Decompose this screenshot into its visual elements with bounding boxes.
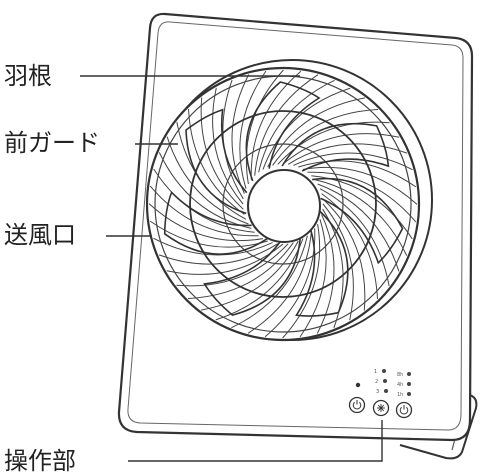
guard-wire [282, 223, 321, 339]
guard-wire [262, 87, 351, 170]
guard-wire [272, 109, 379, 166]
guard-wire [158, 243, 279, 265]
fan-blades [163, 81, 404, 317]
fan-blade [163, 190, 268, 255]
fan-blade [245, 81, 321, 182]
guard-wire [258, 79, 335, 173]
guard-wire [321, 193, 378, 300]
guard-wire [267, 97, 365, 168]
timer-mark-4h: 4h [397, 382, 403, 388]
guard-wire [302, 166, 418, 205]
guard-wire [317, 183, 400, 272]
guard-wire [239, 70, 267, 189]
guard-wire [293, 152, 413, 171]
guard-wire [212, 87, 244, 205]
timer-mark-8h: 8h [397, 372, 403, 378]
guard-wire [201, 240, 299, 311]
guard-wire [311, 175, 413, 240]
guard-wire [149, 185, 259, 237]
label-front-guard: 前ガード [4, 129, 100, 157]
guard-wire [187, 242, 294, 299]
guard-wire [247, 232, 312, 334]
guard-wire [231, 235, 308, 329]
timer-lamp-1h [407, 392, 411, 396]
mode-lamp-3 [384, 389, 388, 393]
guard-wire [176, 243, 289, 287]
control-panel: 1 2 3 8h 4h 1h [348, 369, 413, 419]
guard-wire [250, 70, 302, 180]
guard-wire [307, 171, 417, 223]
fan-blade [203, 237, 302, 316]
center-hub [247, 169, 321, 243]
mode-lamp-1 [382, 369, 386, 373]
guard-wire [254, 74, 319, 176]
guard-wire [319, 188, 390, 286]
timer-lamp-4h [407, 382, 411, 386]
guard-wire [322, 203, 354, 321]
guard-wire [153, 168, 255, 233]
guard-wire [264, 228, 316, 338]
fan-icon [377, 404, 385, 412]
timer-lamp-8h [407, 372, 411, 376]
label-blades: 羽根 [4, 62, 52, 90]
mode-mark-1: 1 [374, 369, 377, 375]
label-control-panel: 操作部 [4, 447, 76, 475]
guard-ring-middle [189, 110, 377, 298]
guard-wire [314, 179, 408, 256]
guard-wire [166, 136, 249, 225]
power-button[interactable] [348, 396, 366, 414]
guard-wire [322, 198, 366, 311]
guard-wire [245, 69, 284, 185]
guard-wire [153, 237, 273, 256]
guard-wire [149, 220, 268, 248]
guard-wire [298, 160, 417, 188]
label-air-outlet: 送風口 [4, 221, 76, 249]
guard-wire [148, 203, 264, 242]
fan-blade [295, 210, 349, 317]
guard-wire [287, 143, 408, 165]
fan-blade [281, 122, 390, 172]
guard-wire [231, 74, 250, 194]
timer-icon [399, 405, 409, 415]
timer-button[interactable] [395, 401, 413, 419]
guard-wire [200, 97, 244, 210]
mode-lamp-2 [383, 379, 387, 383]
leader-control-panel [128, 420, 383, 462]
guard-wire [299, 219, 327, 338]
fan-blade [185, 108, 248, 215]
fan-body-inner-edge [127, 21, 464, 431]
guard-wire [188, 108, 245, 215]
guard-wire [277, 121, 390, 165]
indicator-dot [355, 382, 361, 388]
power-icon [352, 400, 362, 410]
guard-ring-inner [222, 143, 344, 265]
guard-wire [282, 133, 400, 165]
mode-mark-3: 3 [376, 389, 379, 395]
guard-wire [316, 214, 335, 334]
mode-mark-2: 2 [375, 379, 378, 385]
fan-blade [311, 177, 404, 265]
timer-mark-1h: 1h [397, 392, 403, 398]
